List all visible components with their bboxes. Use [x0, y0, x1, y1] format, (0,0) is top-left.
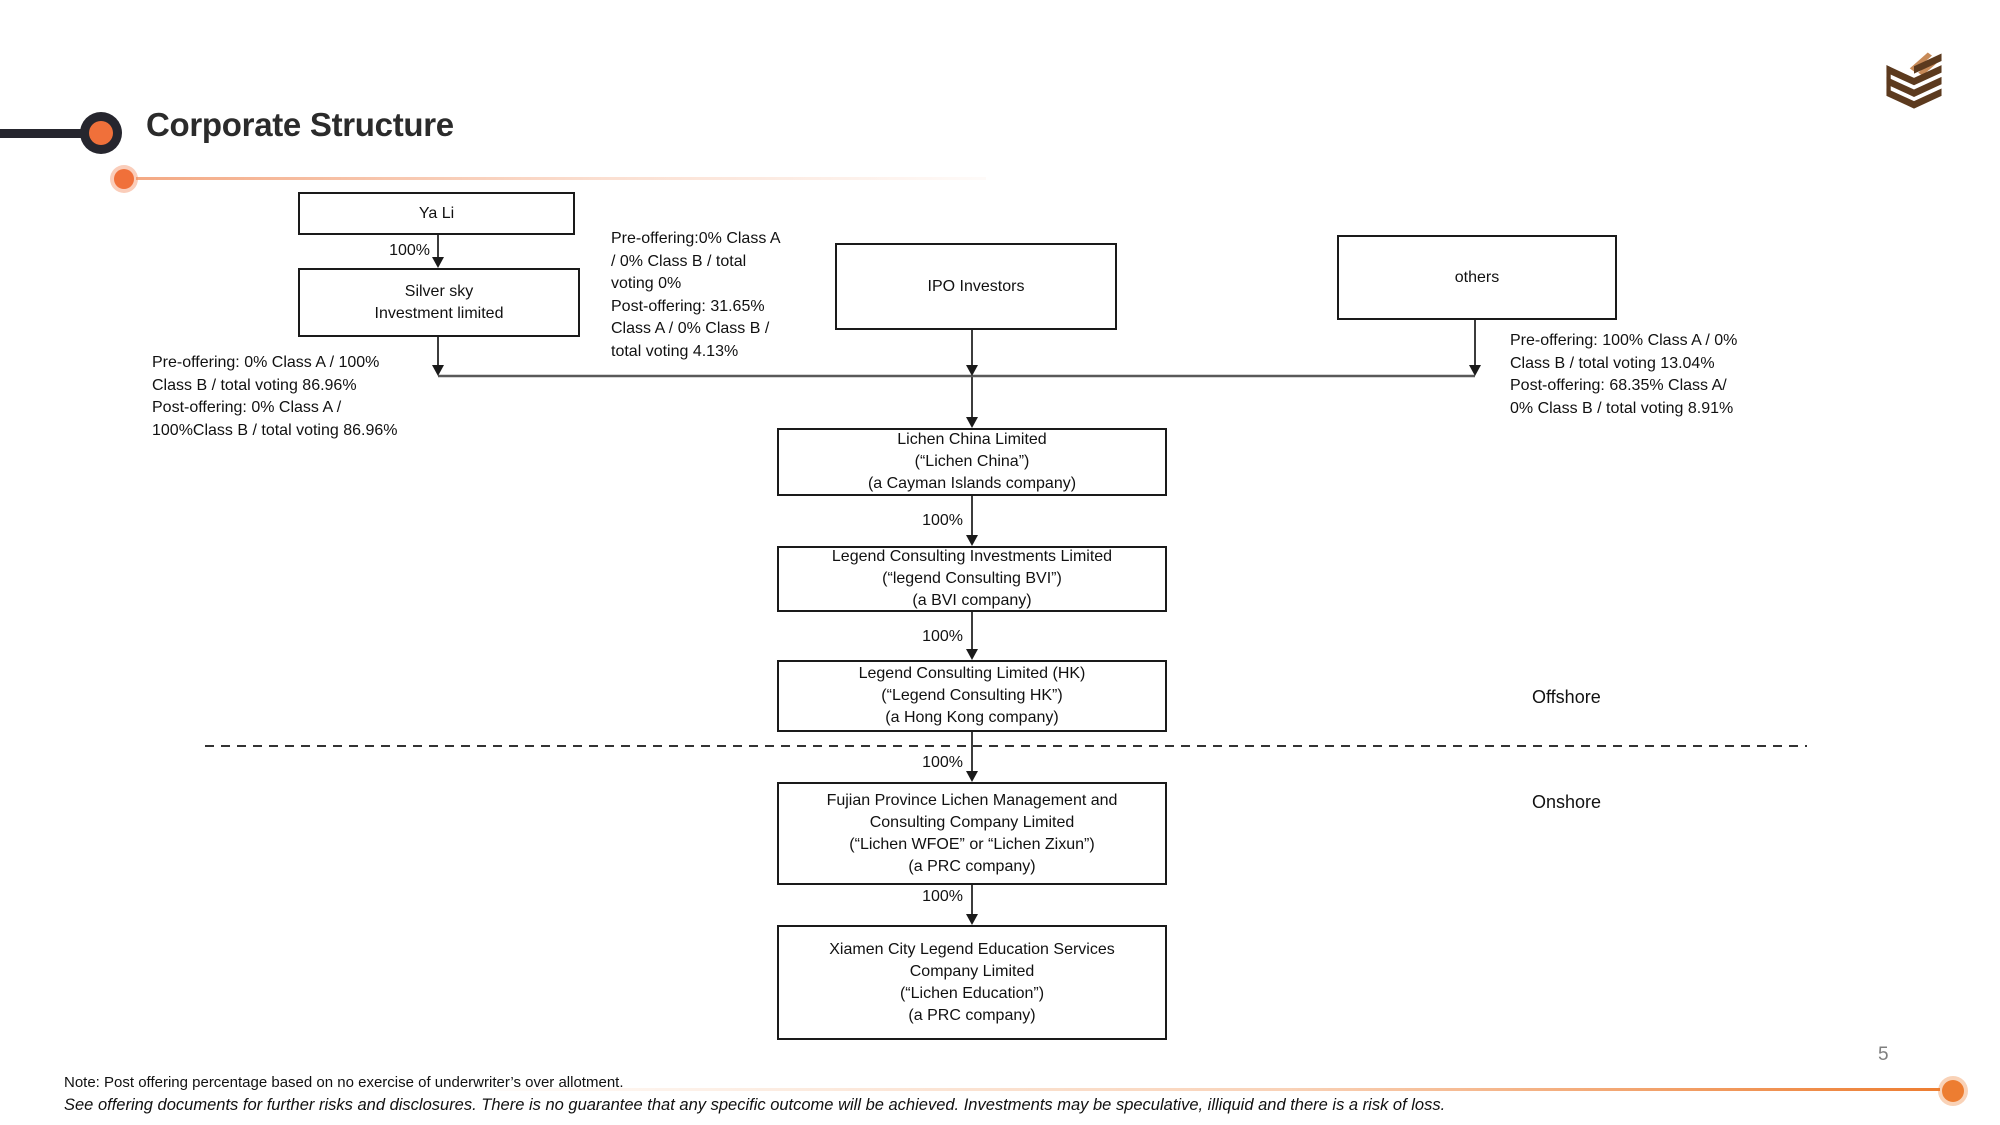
- node-others: others: [1337, 235, 1617, 320]
- annotation-ipo-voting: Pre-offering:0% Class A / 0% Class B / t…: [611, 230, 781, 360]
- title-accent-knob: [80, 112, 122, 154]
- node-legend-hk: Legend Consulting Limited (HK) (“Legend …: [777, 660, 1167, 732]
- ownership-label-bvi-hk: 100%: [922, 628, 963, 645]
- node-ya-li: Ya Li: [298, 192, 575, 235]
- title-underline-dot: [114, 169, 134, 189]
- title-accent-line: [0, 129, 84, 138]
- note-text: Note: Post offering percentage based on …: [64, 1074, 624, 1091]
- onshore-label: Onshore: [1532, 792, 1602, 812]
- annotation-others-voting: Pre-offering: 100% Class A / 0% Class B …: [1510, 332, 1738, 417]
- annotation-silver-sky-voting: Pre-offering: 0% Class A / 100% Class B …: [152, 354, 398, 439]
- node-ipo-investors: IPO Investors: [835, 243, 1117, 330]
- node-lichen-china: Lichen China Limited (“Lichen China”) (a…: [777, 428, 1167, 496]
- node-silver-sky: Silver sky Investment limited: [298, 268, 580, 337]
- ownership-label-wfoe-education: 100%: [922, 888, 963, 905]
- node-legend-bvi: Legend Consulting Investments Limited (“…: [777, 546, 1167, 612]
- bottom-accent-line: [495, 1088, 1940, 1091]
- offshore-label: Offshore: [1532, 687, 1601, 707]
- disclaimer-text: See offering documents for further risks…: [64, 1096, 1446, 1114]
- ownership-label-china-bvi: 100%: [922, 512, 963, 529]
- node-lichen-education: Xiamen City Legend Education Services Co…: [777, 925, 1167, 1040]
- ownership-label-hk-wfoe: 100%: [922, 754, 963, 771]
- arrowheads: [432, 257, 1481, 925]
- title-underline-accent: [136, 177, 986, 180]
- bottom-accent-dot: [1942, 1080, 1964, 1102]
- ownership-label-yali-silversky: 100%: [389, 242, 430, 259]
- node-lichen-wfoe: Fujian Province Lichen Management and Co…: [777, 782, 1167, 885]
- page-number: 5: [1878, 1044, 1889, 1065]
- page-title: Corporate Structure: [146, 106, 454, 144]
- company-logo-icon: [1886, 52, 1942, 109]
- title-accent-knob-core: [89, 121, 113, 145]
